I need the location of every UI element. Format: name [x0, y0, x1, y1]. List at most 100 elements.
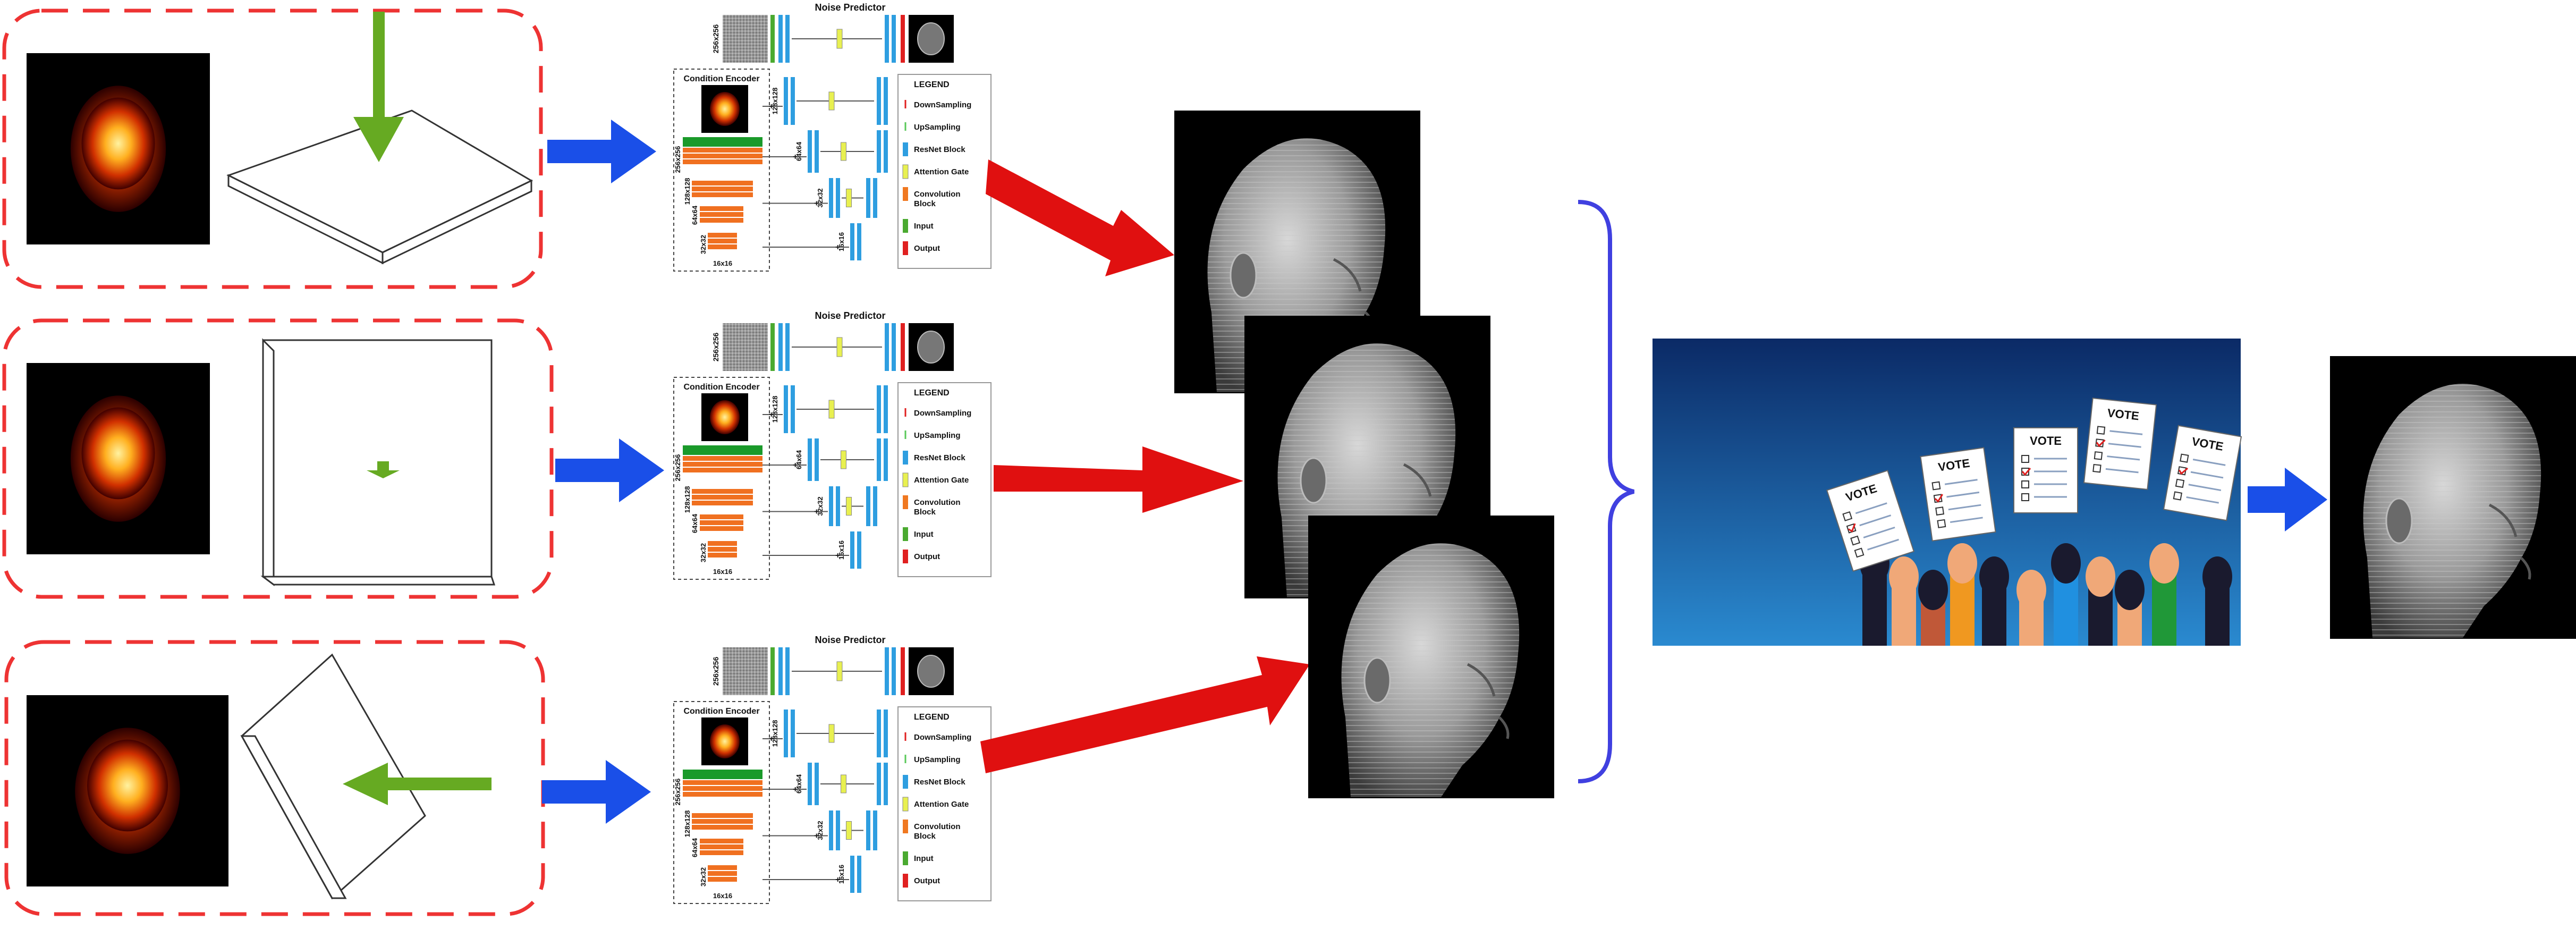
final-head-render — [2330, 356, 2576, 639]
hand-shape — [1979, 556, 2009, 597]
vote-card: VOTE — [1826, 470, 1915, 572]
legend-label: Input — [914, 222, 934, 231]
resnet-block — [885, 15, 889, 63]
attention-gate — [828, 400, 835, 419]
check-mark-icon — [2021, 468, 2031, 476]
resnet-block — [877, 710, 881, 757]
vote-card-paper — [1920, 447, 1996, 542]
resolution-label: 64x64 — [795, 774, 803, 793]
legend-frame — [897, 706, 992, 901]
resnet-block — [892, 323, 896, 371]
nose-shape — [2520, 557, 2531, 580]
check-mark-icon — [1934, 494, 1944, 503]
resolution-label: 16x16 — [713, 259, 732, 267]
resnet-block — [836, 178, 840, 218]
resnet-block — [884, 438, 888, 481]
input-block — [770, 15, 775, 63]
resnet-block — [836, 486, 840, 526]
text-line — [1948, 504, 1981, 511]
eye-shape — [1467, 663, 1496, 697]
legend-label: Block — [914, 832, 936, 841]
attention-gate-icon — [902, 797, 909, 812]
convolution-block — [692, 489, 753, 494]
checkbox-icon — [1931, 481, 1941, 491]
noise-input-image — [723, 647, 768, 695]
resnet-block — [836, 810, 840, 850]
plane-arrow-shaft — [373, 12, 385, 129]
attention-gate — [841, 450, 846, 469]
convolution-block — [692, 819, 753, 824]
merge-symbol: + — [769, 734, 774, 744]
head-contours — [1341, 543, 1520, 797]
hand-shape — [2149, 543, 2179, 584]
attention-gate — [846, 189, 852, 207]
resnet-block — [873, 486, 877, 526]
resolution-label: 128x128 — [683, 178, 691, 205]
resolution-label: 128x128 — [683, 486, 691, 513]
convolution-block — [700, 206, 743, 211]
legend-label: Convolution — [914, 498, 960, 507]
attention-gate-icon — [902, 472, 909, 487]
resolution-label: 256x256 — [674, 779, 682, 806]
convolution-block — [708, 233, 737, 238]
legend-label: Attention Gate — [914, 167, 969, 176]
axial-plane-edge — [382, 179, 532, 265]
resolution-label: 256x256 — [674, 146, 682, 173]
resnet-block — [873, 178, 877, 218]
plane-arrow-shaft — [377, 461, 389, 472]
legend-label: ResNet Block — [914, 453, 965, 462]
resnet-block-icon — [903, 142, 908, 156]
condition-slice-content — [710, 400, 740, 434]
text-line — [1855, 502, 1887, 514]
resnet-block — [884, 710, 888, 757]
legend-frame — [897, 74, 992, 269]
condition-encoder-title: Condition Encoder — [683, 383, 759, 392]
check-mark-icon — [2179, 467, 2189, 475]
output-block — [901, 15, 905, 63]
attention-gate — [841, 774, 846, 793]
input-view-frame — [4, 640, 545, 916]
vote-card-paper — [2163, 425, 2242, 521]
attention-gate — [836, 29, 843, 49]
resnet-block — [829, 810, 833, 850]
resnet-block — [873, 810, 877, 850]
input-block — [683, 770, 762, 779]
convolution-block — [683, 456, 762, 461]
resnet-block — [866, 810, 870, 850]
vote-card: VOTE — [2083, 398, 2157, 490]
convolution-block — [692, 495, 753, 500]
resolution-label: 128x128 — [771, 396, 779, 423]
resnet-block — [778, 15, 783, 63]
vote-card: VOTE — [2013, 427, 2078, 513]
merge-symbol: + — [835, 551, 840, 560]
resnet-block — [885, 647, 889, 695]
merge-symbol: + — [835, 875, 840, 884]
hand-shape — [2051, 543, 2081, 584]
legend-label: Output — [914, 552, 940, 561]
resolution-label: 64x64 — [795, 450, 803, 469]
resnet-block — [808, 130, 812, 173]
hand-shape — [1918, 570, 1948, 610]
resolution-label: 128x128 — [771, 720, 779, 747]
head-shape — [1341, 543, 1520, 797]
input-block — [770, 323, 775, 371]
input-block-icon — [903, 851, 908, 865]
condition-slice-content — [710, 724, 740, 758]
convolution-block — [683, 786, 762, 791]
checkbox-icon — [2021, 493, 2029, 501]
resolution-label: 16x16 — [713, 892, 732, 900]
nose-shape — [1498, 716, 1510, 739]
resnet-block — [857, 223, 861, 260]
resnet-block — [877, 763, 881, 805]
resnet-block — [791, 77, 795, 125]
flow-arrow — [547, 120, 656, 183]
checkbox-icon — [2096, 426, 2106, 435]
checkbox-icon — [2175, 478, 2185, 488]
convolution-block — [692, 192, 753, 197]
vote-card-paper — [2013, 427, 2078, 513]
resnet-block — [784, 385, 788, 433]
merge-symbol: + — [793, 153, 798, 162]
convolution-block — [692, 187, 753, 191]
attention-gate — [846, 821, 852, 840]
